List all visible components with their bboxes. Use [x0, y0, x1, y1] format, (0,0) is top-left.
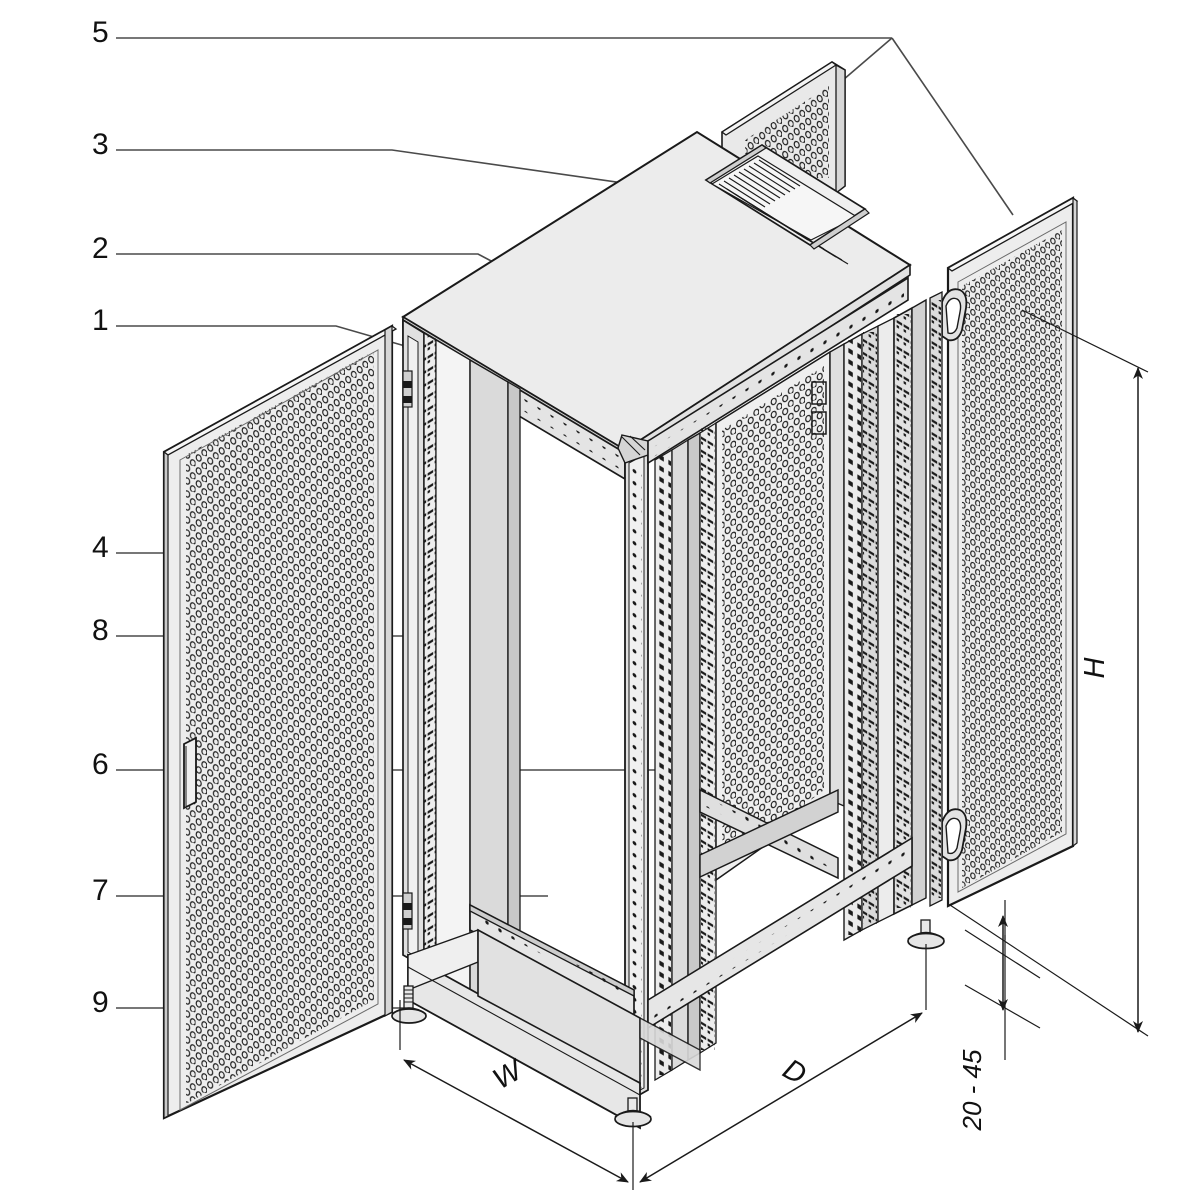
callout-number-2: 2	[92, 232, 109, 265]
door-hinge-top	[402, 370, 413, 408]
callout-number-8: 8	[92, 614, 109, 647]
dimension-label-foot-range: 20 - 45	[957, 1049, 987, 1131]
perforated-rear-door[interactable]	[928, 196, 1080, 910]
callout-number-3: 3	[92, 128, 109, 161]
roof-louvre-vent	[704, 143, 870, 265]
rear-door-hinge-top[interactable]	[941, 288, 968, 342]
callout-number-9: 9	[92, 986, 109, 1019]
dimension-label-height: H	[1079, 657, 1111, 678]
rear-door-hinge-bottom[interactable]	[941, 808, 968, 862]
callout-number-4: 4	[92, 531, 109, 564]
callout-number-labels: 5 3 2 1 4 8 6 7 9	[92, 16, 109, 1019]
door-hinge-bottom	[402, 892, 413, 930]
perforated-front-door[interactable]	[162, 324, 398, 1120]
callout-number-5: 5	[92, 16, 109, 49]
callout-number-7: 7	[92, 874, 109, 907]
front-door-handle[interactable]	[183, 736, 197, 810]
callout-number-6: 6	[92, 748, 109, 781]
levelling-foot-rear-right	[907, 919, 945, 950]
dimension-lines	[399, 309, 1149, 1190]
callout-number-1: 1	[92, 304, 109, 337]
cabinet-right-frame	[617, 276, 927, 1105]
